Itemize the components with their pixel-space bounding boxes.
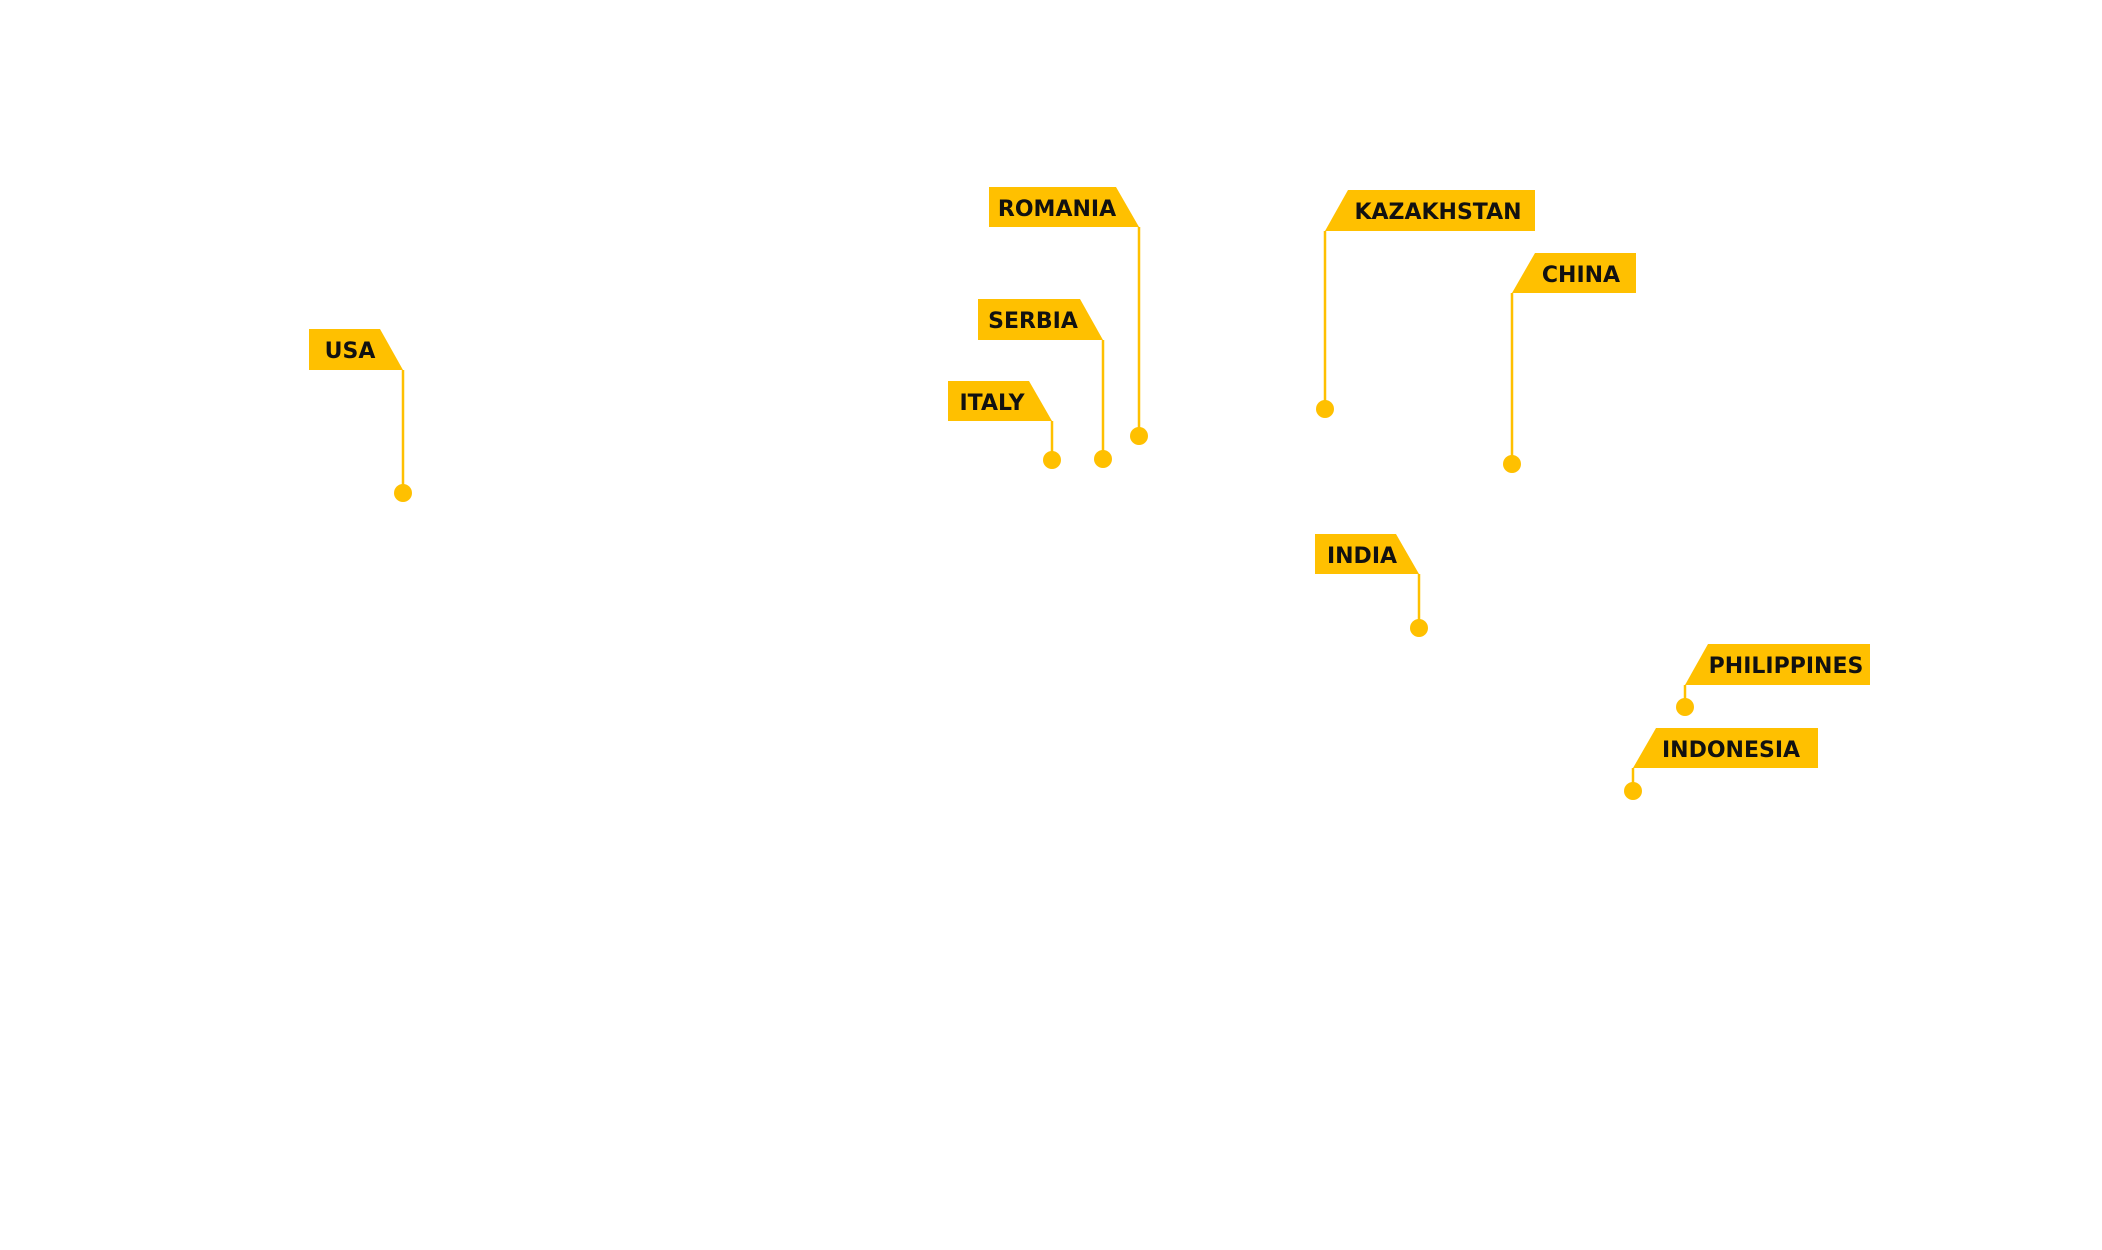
- location-dot[interactable]: [394, 484, 412, 502]
- pin-label: SERBIA: [988, 309, 1078, 334]
- label-flag: [1633, 728, 1818, 768]
- label-flag: [1315, 534, 1419, 574]
- pin-usa[interactable]: USA: [309, 329, 412, 502]
- label-flag: [1512, 253, 1636, 293]
- pin-serbia[interactable]: SERBIA: [978, 299, 1112, 468]
- pin-romania[interactable]: ROMANIA: [989, 187, 1148, 445]
- pin-label: INDONESIA: [1662, 738, 1800, 763]
- pin-label: ROMANIA: [998, 197, 1116, 222]
- pin-label: PHILIPPINES: [1709, 654, 1864, 679]
- pin-indonesia[interactable]: INDONESIA: [1624, 728, 1818, 800]
- location-dot[interactable]: [1094, 450, 1112, 468]
- pin-india[interactable]: INDIA: [1315, 534, 1428, 637]
- location-dot[interactable]: [1316, 400, 1334, 418]
- label-flag: [978, 299, 1103, 340]
- label-flag: [1325, 190, 1535, 231]
- pin-label: USA: [325, 339, 376, 364]
- pin-label: KAZAKHSTAN: [1354, 200, 1521, 225]
- pin-label: ITALY: [959, 391, 1025, 416]
- label-flag: [989, 187, 1139, 227]
- label-flag: [309, 329, 403, 370]
- pin-kazakhstan[interactable]: KAZAKHSTAN: [1316, 190, 1535, 418]
- pin-china[interactable]: CHINA: [1503, 253, 1636, 473]
- location-dot[interactable]: [1624, 782, 1642, 800]
- location-dot[interactable]: [1503, 455, 1521, 473]
- label-flag: [948, 381, 1052, 421]
- pin-label: CHINA: [1542, 263, 1620, 288]
- pin-philippines[interactable]: PHILIPPINES: [1676, 644, 1870, 716]
- location-dot[interactable]: [1043, 451, 1061, 469]
- location-dot[interactable]: [1410, 619, 1428, 637]
- label-flag: [1685, 644, 1870, 685]
- pin-italy[interactable]: ITALY: [948, 381, 1061, 469]
- location-dot[interactable]: [1130, 427, 1148, 445]
- location-dot[interactable]: [1676, 698, 1694, 716]
- pin-label: INDIA: [1327, 544, 1397, 569]
